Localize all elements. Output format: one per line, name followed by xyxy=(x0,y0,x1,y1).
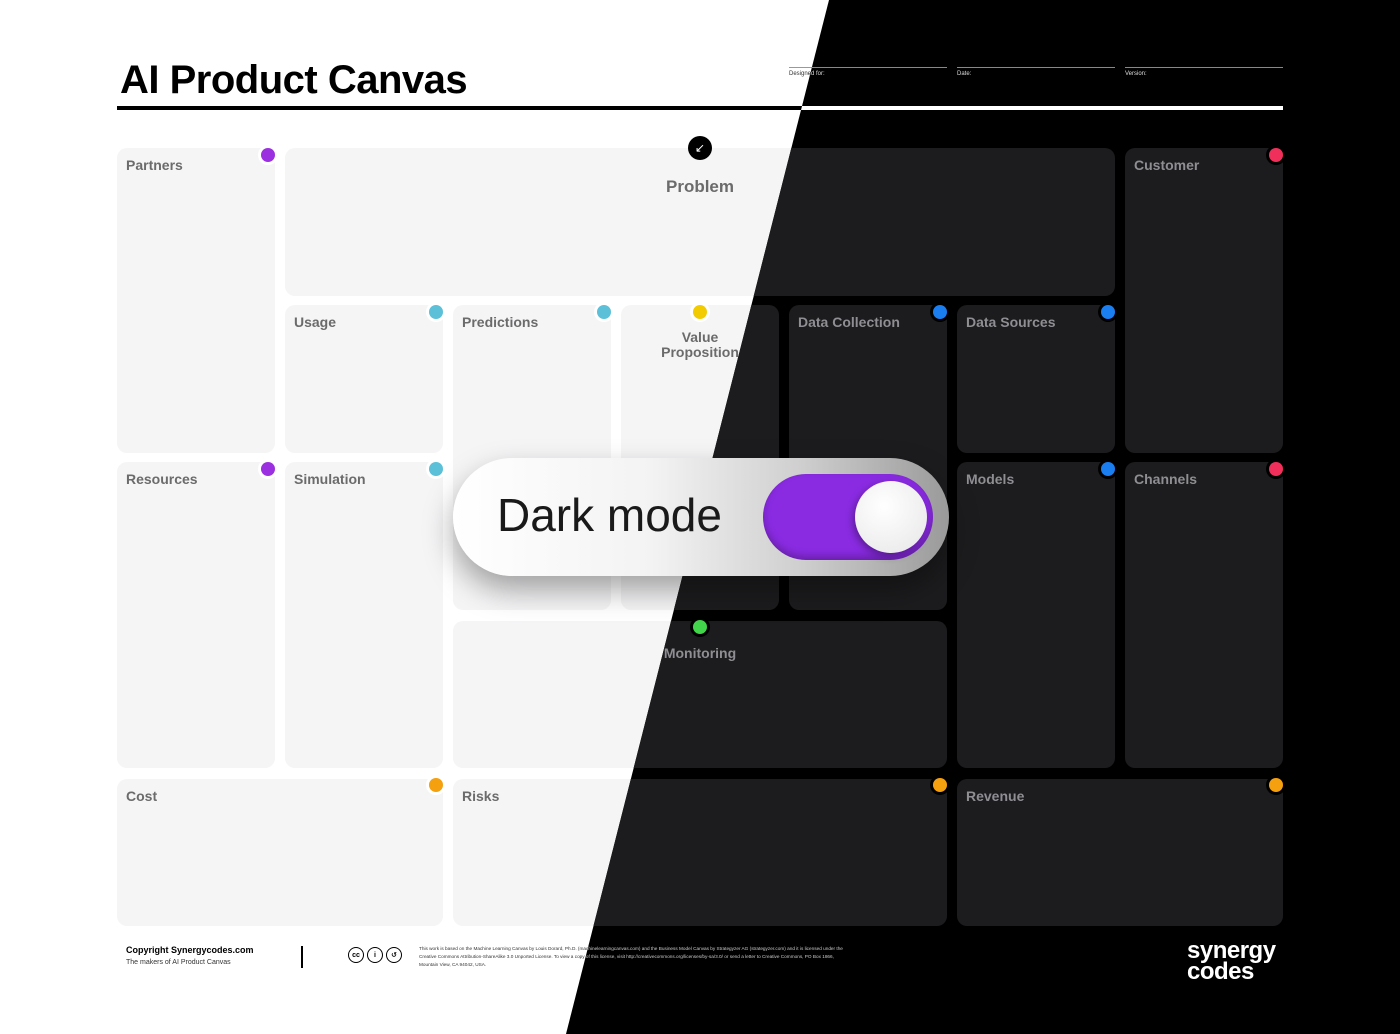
dot-models xyxy=(1101,462,1115,476)
block-label: Revenue xyxy=(966,788,1025,804)
block-label: Channels xyxy=(1134,471,1198,487)
block-risks[interactable]: Risks xyxy=(566,779,947,926)
by-icon: i xyxy=(367,947,383,963)
dot-data-collection xyxy=(933,305,947,319)
title-divider xyxy=(566,106,1283,110)
block-label: Monitoring xyxy=(663,645,737,661)
dark-mode-toggle-card: Dark mode xyxy=(453,458,949,576)
block-label: Value Proposition xyxy=(661,329,739,360)
switch-knob[interactable] xyxy=(855,481,927,553)
block-simulation[interactable]: Simulation xyxy=(285,462,443,768)
block-label: Predictions xyxy=(462,314,539,330)
block-channels[interactable]: Channels xyxy=(1125,462,1283,768)
dot-value-proposition xyxy=(693,305,707,319)
dot-usage xyxy=(429,305,443,319)
block-label: Risks xyxy=(462,788,500,804)
version-field[interactable]: Version: xyxy=(1125,67,1283,77)
block-label: Partners xyxy=(126,157,183,173)
block-label: Data Collection xyxy=(798,314,900,330)
block-label: Cost xyxy=(126,788,158,804)
page-title: AI Product Canvas xyxy=(120,58,468,102)
block-resources[interactable]: Resources xyxy=(117,462,275,768)
footer-copyright: Copyright Synergycodes.com xyxy=(126,945,254,955)
brand-line-2: codes xyxy=(1187,958,1254,985)
dot-resources xyxy=(261,462,275,476)
block-label: Resources xyxy=(126,471,198,487)
block-label: Customer xyxy=(1134,157,1200,173)
block-models[interactable]: Models xyxy=(957,462,1115,768)
brand-line-1: synergy xyxy=(1187,937,1276,964)
dot-predictions xyxy=(597,305,611,319)
dot-channels xyxy=(1269,462,1283,476)
dot-simulation xyxy=(429,462,443,476)
arrow-down-left-icon[interactable]: ↙ xyxy=(688,136,712,160)
block-label: Data Sources xyxy=(966,314,1056,330)
footer-divider xyxy=(301,946,303,968)
block-customer[interactable]: Customer xyxy=(1125,148,1283,453)
block-revenue[interactable]: Revenue xyxy=(957,779,1283,926)
dot-revenue xyxy=(1269,778,1283,792)
block-data-sources[interactable]: Data Sources xyxy=(957,305,1115,453)
license-text: This work is based on the Machine Learni… xyxy=(566,946,843,959)
title-divider xyxy=(117,106,1283,110)
dot-customer xyxy=(1269,148,1283,162)
block-cost[interactable]: Cost xyxy=(117,779,443,926)
footer-subtitle: The makers of AI Product Canvas xyxy=(126,959,231,966)
brand-logo[interactable]: synergy codes xyxy=(1187,937,1276,985)
block-label: Problem xyxy=(665,177,735,196)
date-field[interactable]: Date: xyxy=(957,67,1115,77)
sa-icon: ↺ xyxy=(386,947,402,963)
cc-icon: cc xyxy=(348,947,364,963)
block-partners[interactable]: Partners xyxy=(117,148,275,453)
dark-mode-switch[interactable] xyxy=(763,474,933,560)
dot-monitoring xyxy=(693,620,707,634)
designed-for-field[interactable]: Designed for: xyxy=(789,67,947,77)
dot-data-sources xyxy=(1101,305,1115,319)
block-usage[interactable]: Usage xyxy=(285,305,443,453)
dark-mode-label: Dark mode xyxy=(497,489,722,541)
block-label: Usage xyxy=(294,314,337,330)
block-label: Models xyxy=(966,471,1015,487)
dot-risks xyxy=(933,778,947,792)
license-icons: cc i ↺ xyxy=(348,947,402,963)
block-label: Simulation xyxy=(294,471,366,487)
dot-cost xyxy=(429,778,443,792)
dot-partners xyxy=(261,148,275,162)
